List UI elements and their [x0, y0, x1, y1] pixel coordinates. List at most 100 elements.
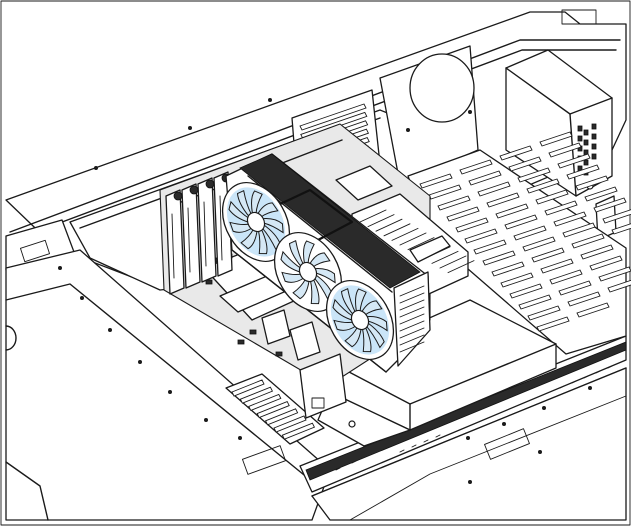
- gpu-side-fin: [399, 292, 425, 304]
- gpu-fan-right: [325, 280, 395, 360]
- vent-slot: [602, 209, 631, 224]
- vent-slot: [611, 223, 631, 235]
- vent-slot: [517, 167, 551, 183]
- front-rail-vents: [335, 365, 613, 471]
- heatsink-fin: [447, 260, 475, 274]
- cpu-heatsink: [335, 165, 475, 299]
- vent-slot: [540, 258, 574, 274]
- mb-header: [289, 321, 321, 361]
- vent-slot: [509, 283, 543, 299]
- vent-slot: [567, 291, 601, 307]
- fan-hub-left: [246, 211, 266, 233]
- bracket-3: [197, 177, 217, 283]
- vent-slot: [446, 206, 480, 222]
- heatsink-fin: [391, 227, 419, 241]
- fan-blade: [364, 316, 388, 332]
- gpu-side-fin: [399, 306, 425, 318]
- vent-grille-lower: [225, 373, 325, 445]
- vent-slot: [491, 261, 525, 277]
- vent-slot: [455, 217, 489, 233]
- vent-slot: [437, 195, 471, 211]
- vent-slot: [468, 170, 502, 186]
- vent-slot: [256, 401, 290, 419]
- case-left-cutout: [5, 325, 17, 351]
- vent-slot: [473, 239, 507, 255]
- bracket-2: [181, 183, 201, 289]
- fan-blade: [340, 287, 356, 316]
- fan-blade: [236, 189, 252, 218]
- vent-slot: [239, 386, 274, 404]
- vent-slot: [598, 266, 631, 282]
- fan-blade: [228, 200, 250, 224]
- fan-blades-right: [332, 287, 388, 353]
- bracket-1: [165, 189, 185, 295]
- mb-battery: [261, 309, 291, 345]
- vent-slot: [571, 233, 605, 249]
- case-front-rail-shadow: [305, 341, 627, 481]
- fan-blade: [281, 271, 305, 283]
- fan-hub-center: [298, 261, 318, 283]
- fan-blade: [260, 218, 284, 234]
- fan-blades-left: [228, 189, 284, 255]
- vent-slot: [558, 280, 592, 296]
- vent-slot: [566, 164, 600, 180]
- vent-slot: [518, 294, 552, 310]
- vent-slot: [536, 316, 570, 332]
- vent-slot: [299, 103, 367, 131]
- case-top-tab: [561, 9, 597, 25]
- mb-component: [275, 351, 283, 357]
- vent-slot: [553, 211, 587, 227]
- mb-component: [237, 339, 245, 345]
- fan-blade: [332, 298, 354, 322]
- chassis-screws: [58, 60, 592, 484]
- fan-blade: [361, 326, 372, 353]
- gpu-side-fin: [399, 327, 425, 339]
- gpu-support-bracket: [299, 353, 347, 419]
- vent-slots-lower: [231, 379, 316, 440]
- vent-slot: [281, 422, 316, 440]
- gpu-fan-left: [221, 182, 291, 262]
- vent-slot: [477, 181, 511, 197]
- heatsink-fin: [383, 223, 411, 237]
- heatsink-fin: [375, 218, 403, 232]
- fan-blade: [251, 190, 263, 215]
- fan-blade: [288, 239, 304, 268]
- case-top-ridge: [9, 39, 621, 233]
- gpu-side-fin: [399, 341, 425, 353]
- fan-blade: [333, 319, 357, 331]
- vent-slot: [535, 189, 569, 205]
- vent-slot: [513, 225, 547, 241]
- vent-slot: [248, 393, 282, 411]
- fan-blade: [360, 300, 383, 316]
- gpu-side-fin: [399, 320, 425, 332]
- psu-corner-edge: [569, 113, 577, 197]
- vent-slot: [459, 159, 493, 175]
- support-bracket-plate: [299, 353, 347, 419]
- gpu-fan-center: [273, 232, 343, 312]
- fan-blade: [240, 228, 258, 250]
- fan-blade: [256, 202, 279, 218]
- fan-blade: [257, 228, 268, 255]
- heatsink-top-block: [335, 165, 393, 201]
- fan-blades-center: [280, 239, 336, 305]
- case-left-tab: [20, 239, 50, 263]
- fan-blade: [309, 278, 320, 305]
- heatsink-fin: [439, 255, 467, 269]
- case-floor-corner: [5, 461, 49, 521]
- fan-blade: [365, 321, 385, 349]
- fan-hub-right: [350, 309, 370, 331]
- mb-component: [249, 329, 257, 335]
- fan-blade: [355, 288, 367, 313]
- vent-slot: [482, 250, 516, 266]
- vent-slot: [575, 175, 609, 191]
- case-front-panel-crease: [349, 395, 627, 521]
- gpu-side-fin: [399, 334, 425, 346]
- heatsink-fin: [367, 214, 395, 228]
- vent-slot: [557, 153, 591, 169]
- heatsink-fin: [431, 250, 459, 264]
- vent-slot: [593, 197, 627, 213]
- case-floor-edge: [5, 283, 321, 489]
- vent-slot: [544, 200, 578, 216]
